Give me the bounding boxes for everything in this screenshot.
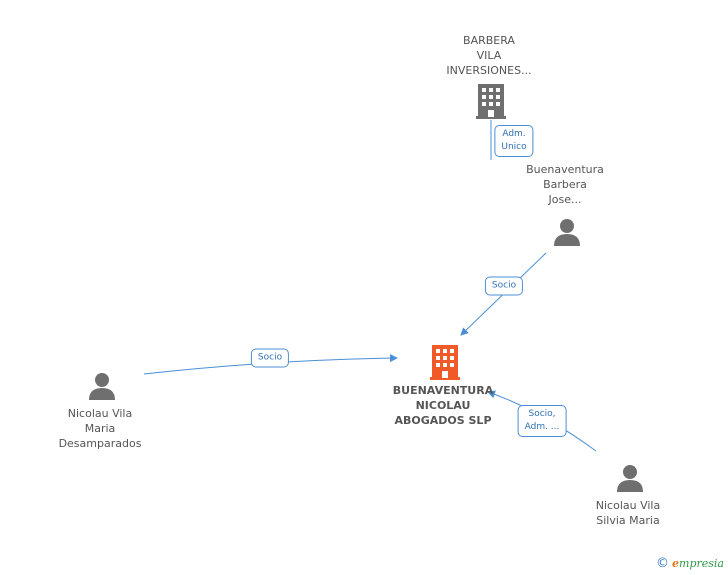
brand-name: mpresia	[679, 557, 724, 570]
copyright-icon: ©	[656, 556, 670, 571]
edge-label-socio-adm: Socio, Adm. ...	[517, 405, 567, 437]
node-label-nicolau-maria[interactable]: Nicolau Vila Maria Desamparados	[58, 407, 142, 450]
node-label-buenaventura-barbera[interactable]: Buenaventura Barbera Jose...	[526, 163, 604, 206]
edge-label-adm-unico: Adm. Unico	[494, 125, 534, 157]
edge-label-socio: Socio	[250, 348, 290, 368]
main-company-building-icon[interactable]	[430, 345, 460, 380]
node-label-main-company[interactable]: BUENAVENTURA NICOLAU ABOGADOS SLP	[392, 384, 494, 427]
building-icon[interactable]	[476, 84, 506, 119]
brand-initial: e	[672, 557, 680, 570]
node-label-nicolau-silvia[interactable]: Nicolau Vila Silvia Maria	[595, 499, 661, 527]
edge-label-socio: Socio	[484, 276, 524, 296]
empresia-logo: ©empresia	[656, 556, 724, 571]
node-label-barbera-vila[interactable]: BARBERA VILA INVERSIONES...	[446, 34, 532, 77]
person-icon[interactable]	[554, 219, 580, 246]
person-icon[interactable]	[89, 373, 115, 400]
person-icon[interactable]	[617, 465, 643, 492]
